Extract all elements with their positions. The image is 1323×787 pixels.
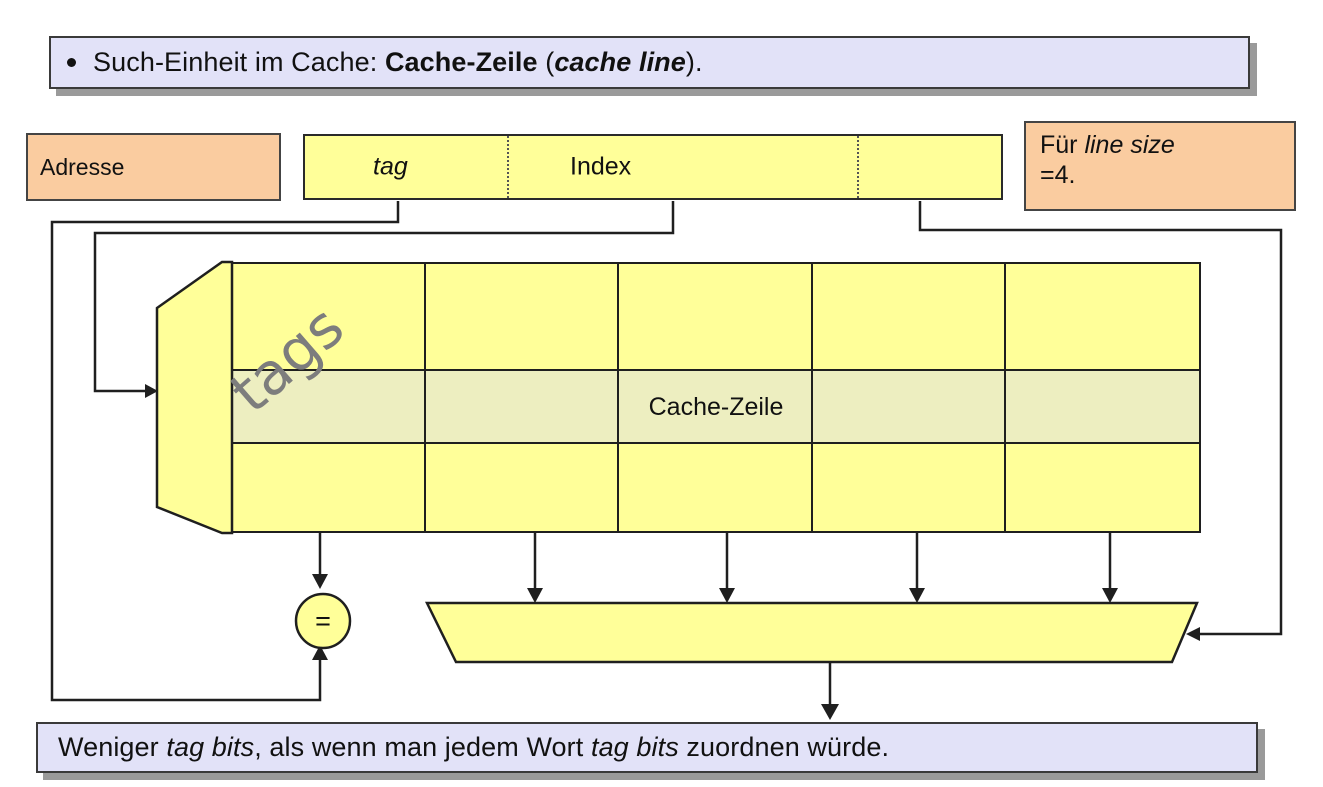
conclusion-italic-1: tag bits bbox=[166, 732, 255, 762]
cache-cell bbox=[619, 444, 813, 531]
tag-output-arrowhead bbox=[312, 574, 328, 589]
cache-cell-highlighted bbox=[812, 371, 1006, 444]
cache-cell-highlighted bbox=[426, 371, 620, 444]
line-size-italic: line size bbox=[1084, 131, 1175, 159]
cache-cell-highlighted bbox=[619, 371, 813, 444]
conclusion-part1: Weniger bbox=[58, 732, 167, 762]
title-mid: ( bbox=[537, 47, 555, 77]
title-term-bold: Cache-Zeile bbox=[384, 47, 538, 77]
offset-connector-line bbox=[918, 201, 1283, 636]
cache-cell bbox=[426, 444, 620, 531]
conclusion-part3: , als wenn man jedem Wort bbox=[254, 732, 591, 762]
multiplexer-trapezoid bbox=[424, 601, 1199, 664]
title-suffix: ). bbox=[685, 47, 703, 77]
tag-connector-arrowhead bbox=[312, 645, 328, 660]
cache-cell bbox=[813, 444, 1006, 531]
title-text: Such-Einheit im Cache: Cache-Zeile (cach… bbox=[93, 47, 703, 78]
mux-output-arrowhead bbox=[821, 704, 839, 720]
tag-connector-line bbox=[50, 201, 400, 702]
cache-cell bbox=[426, 264, 620, 371]
cache-cell bbox=[1005, 264, 1199, 371]
conclusion-text: Weniger tag bits, als wenn man jedem Wor… bbox=[58, 732, 889, 763]
cache-cell bbox=[233, 264, 427, 371]
bullet-icon bbox=[67, 58, 76, 67]
line-size-note-box: Für line size =4. bbox=[1024, 121, 1296, 211]
data-output-arrowhead bbox=[1102, 588, 1118, 603]
conclusion-banner: Weniger tag bits, als wenn man jedem Wor… bbox=[36, 722, 1258, 773]
data-output-arrowhead bbox=[909, 588, 925, 603]
address-segment-tag-label: tag bbox=[373, 152, 408, 181]
cache-cell bbox=[233, 444, 427, 531]
data-output-arrowhead bbox=[527, 588, 543, 603]
index-connector-line bbox=[93, 201, 675, 393]
index-connector-arrowhead bbox=[145, 384, 158, 398]
address-label-box: Adresse bbox=[26, 133, 281, 201]
data-output-arrowhead bbox=[719, 588, 735, 603]
address-label: Adresse bbox=[40, 153, 125, 180]
title-term-italic: cache line bbox=[554, 47, 686, 77]
offset-connector-arrowhead bbox=[1186, 627, 1200, 641]
address-field-bar: tag Index bbox=[303, 134, 1003, 200]
line-size-prefix: Für bbox=[1040, 131, 1085, 159]
address-segment-index-label: Index bbox=[570, 152, 632, 181]
address-divider-index-offset bbox=[857, 136, 859, 198]
conclusion-part5: zuordnen würde. bbox=[678, 732, 890, 762]
conclusion-italic-2: tag bits bbox=[590, 732, 679, 762]
address-divider-tag-index bbox=[507, 136, 509, 198]
decoder-polygon bbox=[155, 260, 234, 535]
cache-cell-highlighted bbox=[1005, 371, 1199, 444]
line-size-note-line2: =4. bbox=[1040, 160, 1076, 189]
line-size-note-line1: Für line size bbox=[1040, 131, 1175, 161]
cache-cell bbox=[812, 264, 1006, 371]
cache-cell-highlighted bbox=[233, 371, 427, 444]
title-prefix: Such-Einheit im Cache: bbox=[93, 47, 385, 77]
title-banner: Such-Einheit im Cache: Cache-Zeile (cach… bbox=[49, 36, 1250, 89]
comparator-circle bbox=[294, 592, 352, 650]
cache-cell bbox=[619, 264, 813, 371]
